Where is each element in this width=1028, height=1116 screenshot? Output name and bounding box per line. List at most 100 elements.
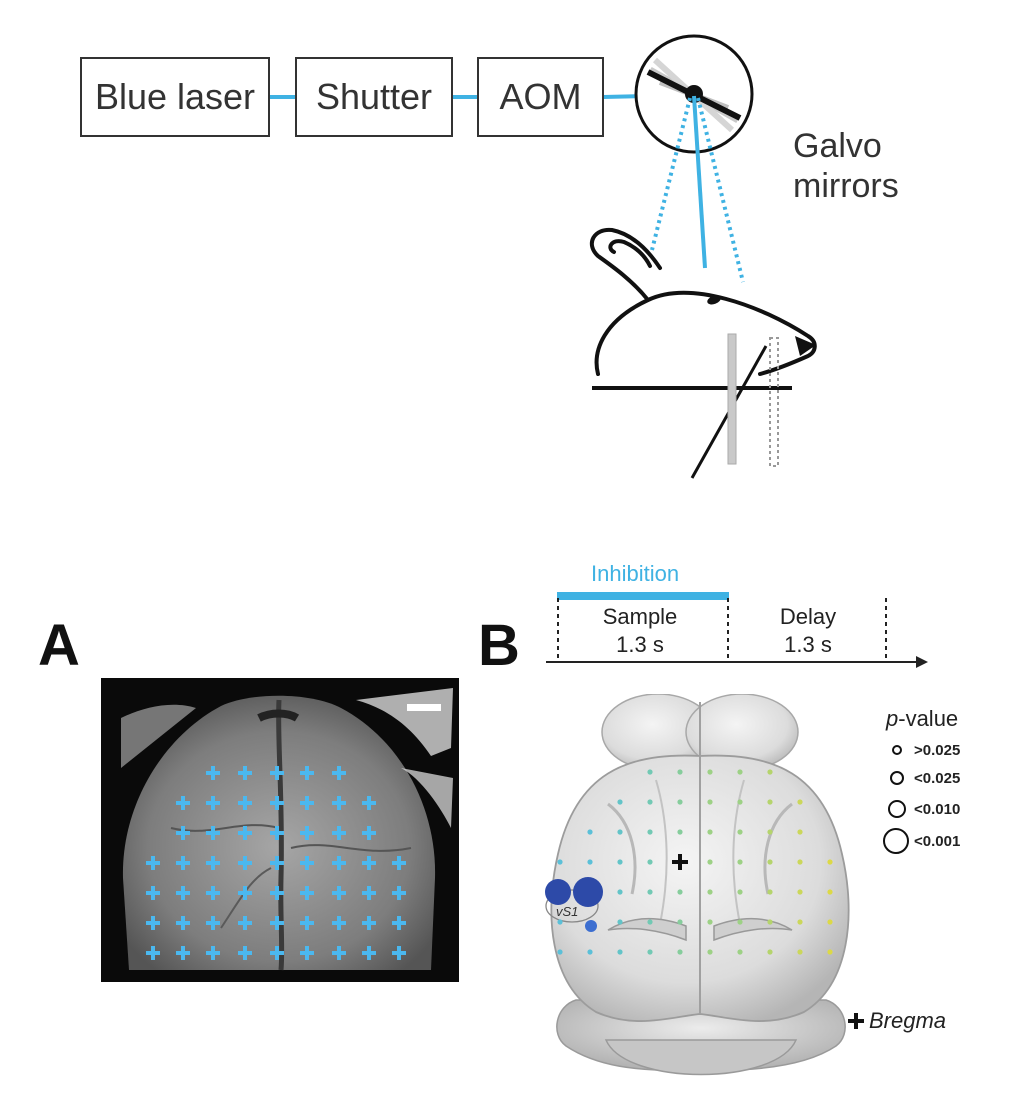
- galvo-label-line1: Galvo: [793, 127, 882, 165]
- panel-b-letter: B: [478, 613, 520, 678]
- stim-site-cross: [270, 916, 284, 930]
- pvalue-dot: [797, 889, 803, 895]
- sample-epoch-name: Sample: [602, 604, 678, 629]
- stim-site-cross: [176, 826, 190, 840]
- pvalue-dot: [797, 859, 803, 865]
- legend-circle-2: [890, 771, 904, 785]
- pvalue-dot: [677, 799, 683, 805]
- legend-item-2: <0.025: [882, 766, 960, 790]
- whisker-pole-solid: [727, 333, 737, 465]
- sample-epoch-label: Sample 1.3 s: [582, 603, 698, 659]
- pvalue-dot: [707, 949, 713, 955]
- pvalue-dot: [677, 919, 683, 925]
- stim-site-cross: [332, 766, 346, 780]
- stim-site-cross: [176, 916, 190, 930]
- pvalue-dot: [557, 859, 563, 865]
- pvalue-dot: [767, 859, 773, 865]
- pvalue-dot: [797, 799, 803, 805]
- bregma-legend: Bregma: [846, 1008, 946, 1034]
- blue-laser-box: Blue laser: [80, 57, 270, 137]
- stim-site-cross: [332, 916, 346, 930]
- stim-site-cross: [206, 916, 220, 930]
- pvalue-dot: [737, 859, 743, 865]
- pvalue-legend-title-rest: -value: [898, 706, 959, 731]
- pvalue-legend-title: p-value: [886, 706, 958, 732]
- stim-site-cross: [362, 856, 376, 870]
- pvalue-dot: [617, 859, 623, 865]
- time-axis-arrow-icon: [916, 656, 928, 668]
- stim-site-cross: [332, 796, 346, 810]
- shutter-label: Shutter: [315, 76, 433, 117]
- pvalue-dot: [647, 889, 653, 895]
- stim-site-cross: [332, 886, 346, 900]
- stim-site-cross: [362, 946, 376, 960]
- stim-site-cross: [300, 856, 314, 870]
- stim-site-cross: [176, 886, 190, 900]
- panel-a-letter: A: [38, 613, 80, 678]
- cortex-photo: [101, 678, 459, 982]
- pvalue-dot: [737, 949, 743, 955]
- setup-diagram: [269, 34, 817, 479]
- stim-site-cross: [300, 796, 314, 810]
- shutter-box: Shutter: [295, 57, 453, 137]
- galvo-label: Galvo mirrors: [793, 126, 899, 206]
- stim-site-cross: [238, 916, 252, 930]
- mouse-nose-icon: [795, 336, 816, 356]
- delay-epoch-name: Delay: [779, 604, 837, 629]
- stim-site-cross: [270, 946, 284, 960]
- pvalue-dot: [707, 829, 713, 835]
- stim-site-cross: [300, 826, 314, 840]
- stim-site-cross: [176, 856, 190, 870]
- aom-label: AOM: [499, 76, 582, 117]
- pvalue-dot: [647, 859, 653, 865]
- stim-site-cross: [176, 796, 190, 810]
- pvalue-dot: [707, 799, 713, 805]
- stim-site-cross: [206, 886, 220, 900]
- stim-site-cross: [362, 916, 376, 930]
- stim-site-cross: [146, 946, 160, 960]
- stim-site-cross: [238, 766, 252, 780]
- pvalue-dot: [707, 769, 713, 775]
- legend-circle-4: [883, 828, 909, 854]
- sample-epoch-duration: 1.3 s: [616, 632, 664, 657]
- pvalue-dot: [827, 889, 833, 895]
- pvalue-dot: [827, 949, 833, 955]
- legend-label-4: <0.001: [914, 832, 961, 850]
- stim-site-cross: [238, 796, 252, 810]
- pvalue-dot: [647, 799, 653, 805]
- stim-site-cross: [206, 826, 220, 840]
- pvalue-dot: [587, 949, 593, 955]
- stim-site-cross: [332, 856, 346, 870]
- pvalue-dot: [797, 919, 803, 925]
- pvalue-dot: [707, 859, 713, 865]
- stim-site-cross: [238, 826, 252, 840]
- bregma-label: Bregma: [869, 1008, 947, 1033]
- blue-laser-label: Blue laser: [94, 76, 256, 117]
- stim-site-cross: [362, 796, 376, 810]
- pvalue-dot: [767, 799, 773, 805]
- beam-scan-left: [650, 97, 692, 251]
- pvalue-dot: [617, 949, 623, 955]
- bregma-cross-icon: [672, 854, 688, 870]
- stim-site-cross: [300, 946, 314, 960]
- pvalue-dot: [617, 919, 623, 925]
- inhibition-label: Inhibition: [591, 561, 680, 586]
- pvalue-dot: [827, 919, 833, 925]
- pvalue-dot: [677, 769, 683, 775]
- significant-site-3: [585, 920, 597, 932]
- pvalue-dot: [767, 769, 773, 775]
- pvalue-dot-grid: [557, 769, 833, 955]
- pvalue-dot: [797, 949, 803, 955]
- significant-site-2: [573, 877, 603, 907]
- significant-site-1: [545, 879, 571, 905]
- legend-label-2: <0.025: [914, 769, 961, 787]
- stim-site-cross: [362, 886, 376, 900]
- stim-site-cross: [146, 856, 160, 870]
- delay-epoch-label: Delay 1.3 s: [750, 603, 866, 659]
- stim-site-cross: [238, 856, 252, 870]
- pvalue-dot: [707, 919, 713, 925]
- mouse-head-icon: [589, 227, 817, 376]
- legend-label-1: >0.025: [914, 741, 961, 759]
- stim-site-cross: [270, 826, 284, 840]
- trial-timeline: [546, 592, 928, 668]
